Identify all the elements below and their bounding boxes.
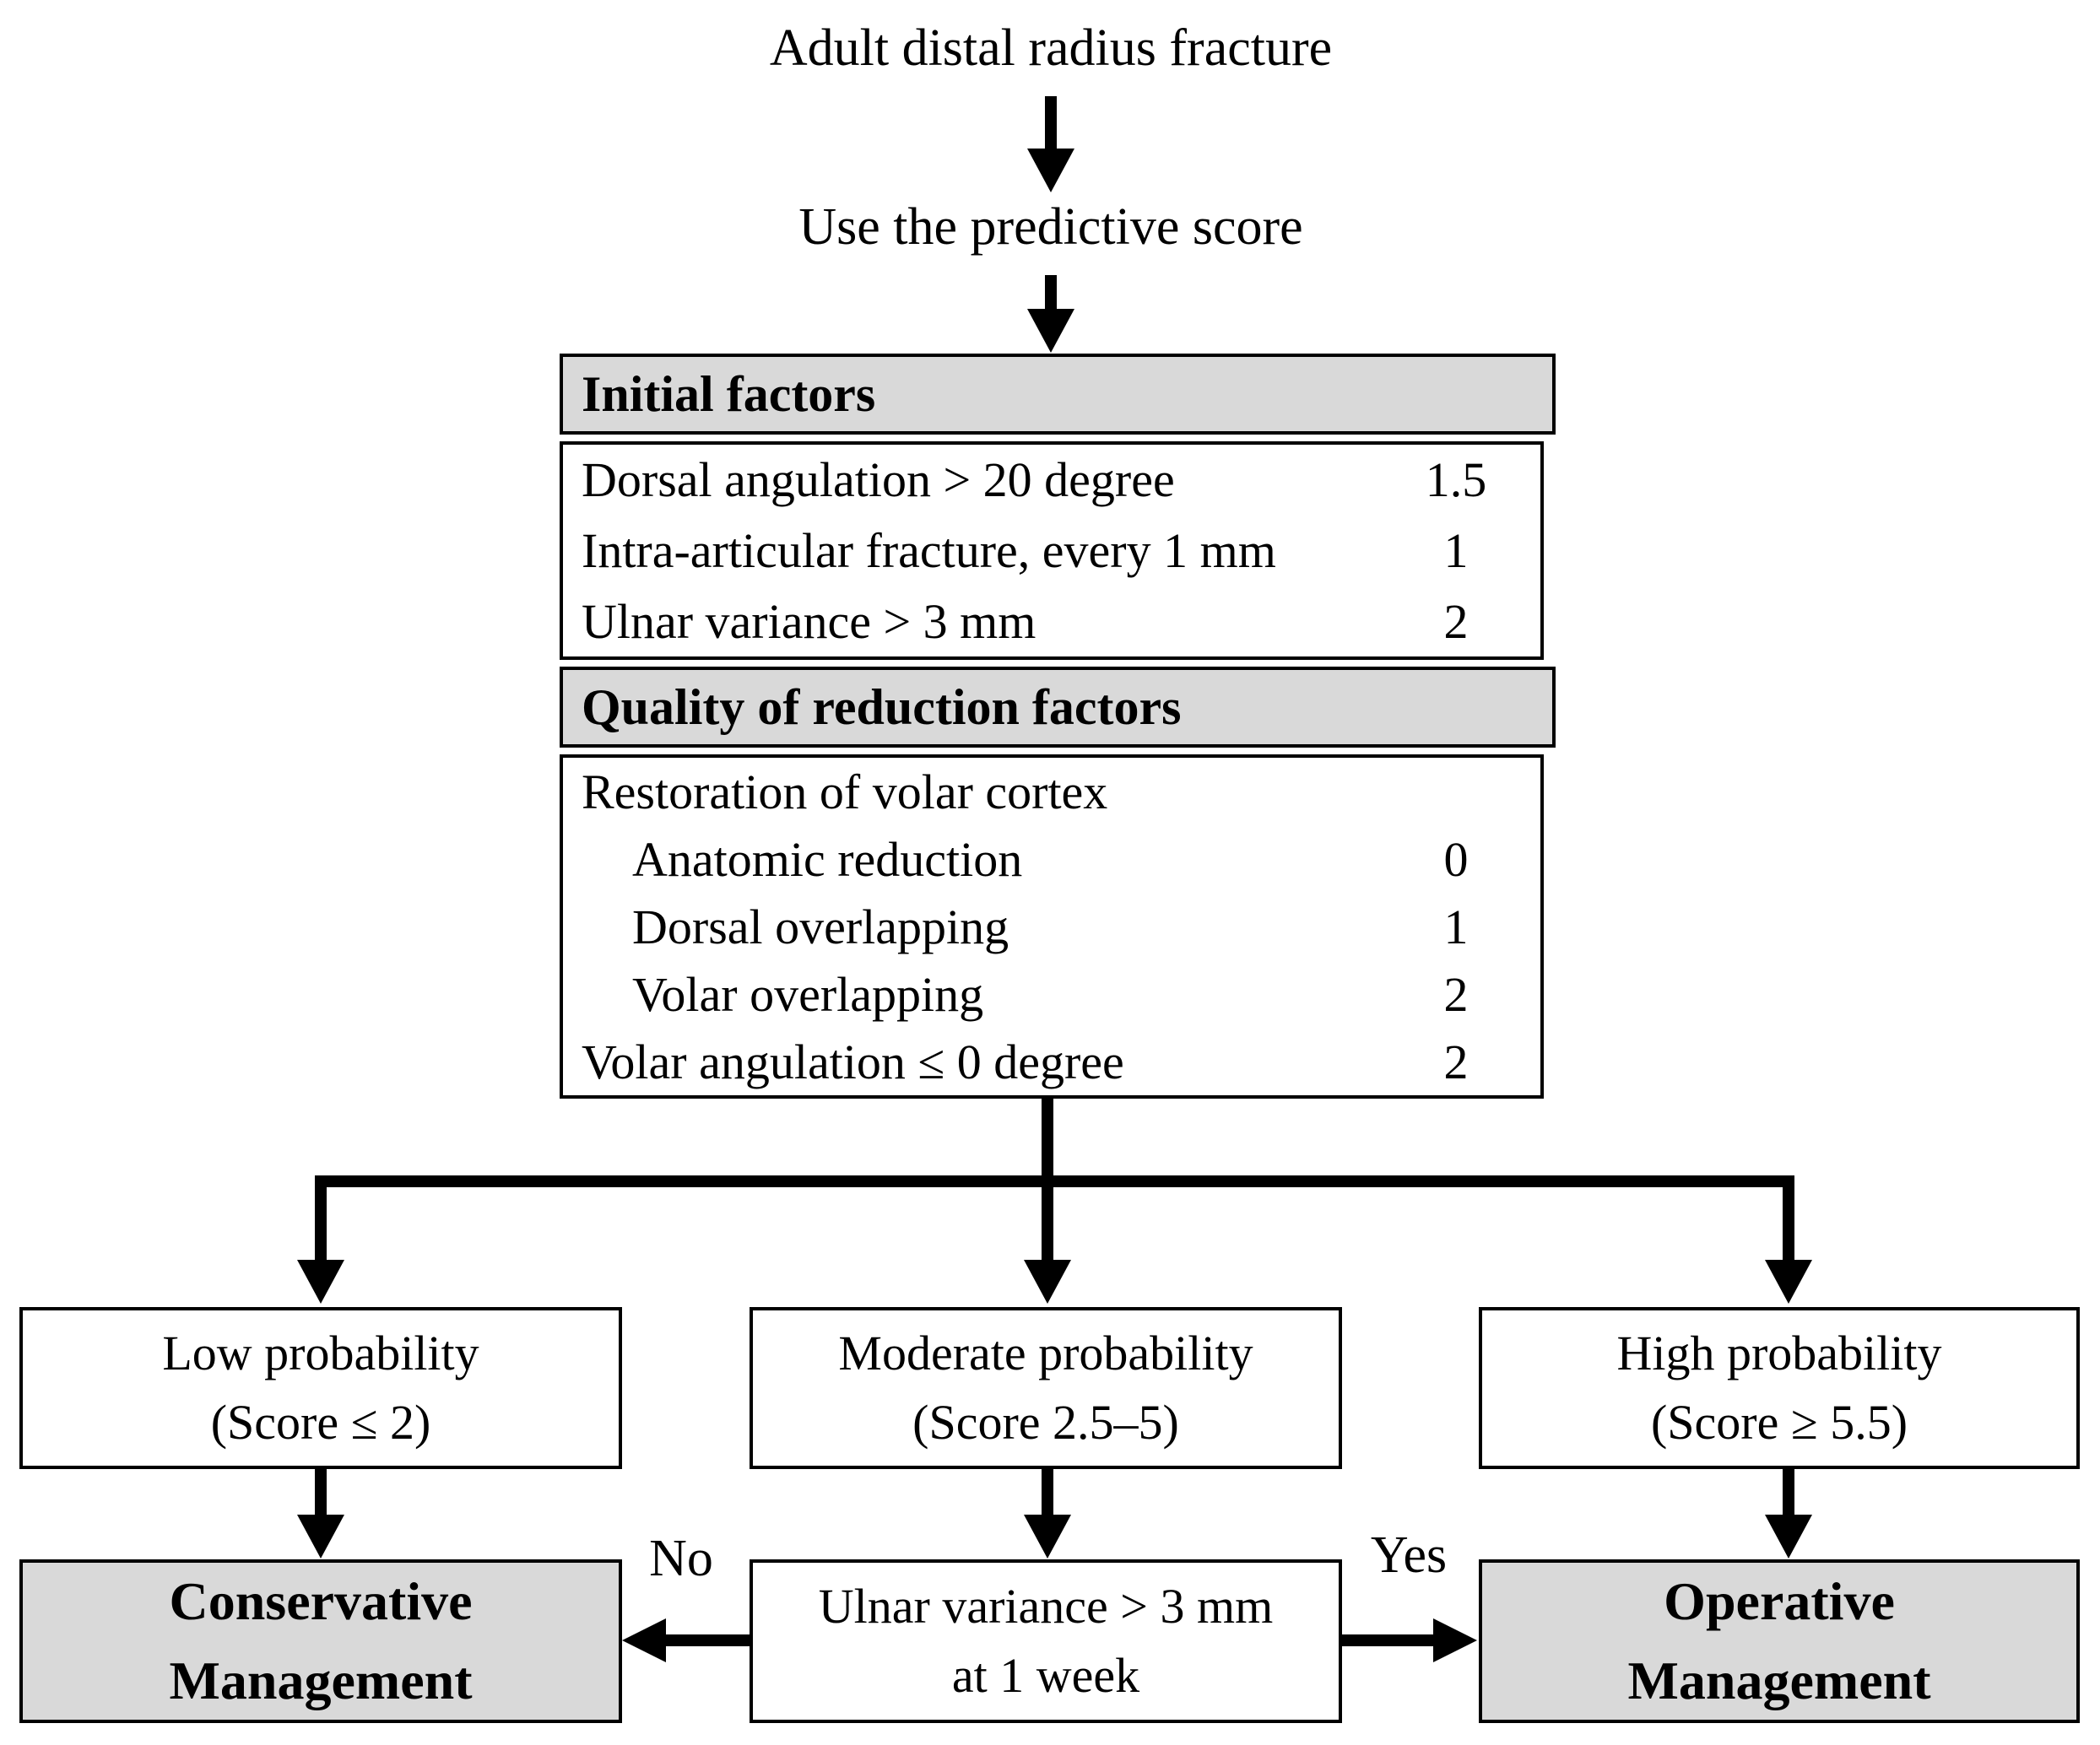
row-label: Volar overlapping xyxy=(632,966,984,1022)
row-label: Anatomic reduction xyxy=(632,831,1023,887)
table-row: Volar angulation ≤ 0 degree 2 xyxy=(563,1028,1540,1095)
high-probability-score: (Score ≥ 5.5) xyxy=(1650,1395,1908,1450)
row-score: 2 xyxy=(1443,593,1469,649)
row-score: 2 xyxy=(1443,966,1469,1022)
operative-management-box: Operative Management xyxy=(1479,1559,2080,1723)
table-row: Anatomic reduction 0 xyxy=(563,825,1540,893)
ulnar-variance-question-line2: at 1 week xyxy=(951,1648,1140,1703)
quality-factors-body: Restoration of volar cortex Anatomic red… xyxy=(560,754,1544,1099)
moderate-probability-box: Moderate probability (Score 2.5–5) xyxy=(750,1307,1342,1469)
row-label: Ulnar variance > 3 mm xyxy=(582,593,1036,649)
arrow-step-to-table-head xyxy=(1027,309,1074,353)
row-score: 2 xyxy=(1443,1034,1469,1089)
moderate-probability-label: Moderate probability xyxy=(838,1326,1253,1380)
ulnar-variance-question-box: Ulnar variance > 3 mm at 1 week xyxy=(750,1559,1342,1723)
arrow-no-head xyxy=(622,1618,666,1662)
arrow-moderate-to-question-head xyxy=(1024,1515,1071,1559)
conservative-management-line2: Management xyxy=(169,1650,473,1710)
arrow-yes-head xyxy=(1433,1618,1477,1662)
arrow-branch-low-shaft xyxy=(315,1175,327,1261)
arrow-title-to-step-shaft xyxy=(1045,96,1057,150)
initial-factors-body: Dorsal angulation > 20 degree 1.5 Intra-… xyxy=(560,441,1544,660)
table-row: Dorsal overlapping 1 xyxy=(563,893,1540,960)
arrow-branch-moderate-head xyxy=(1024,1260,1071,1304)
row-score: 1.5 xyxy=(1425,452,1487,508)
arrow-no-shaft xyxy=(664,1634,751,1646)
step-use-predictive-score: Use the predictive score xyxy=(798,198,1303,256)
arrow-yes-shaft xyxy=(1342,1634,1433,1646)
arrow-low-to-conservative-head xyxy=(297,1515,344,1559)
high-probability-label: High probability xyxy=(1616,1326,1942,1380)
row-score: 1 xyxy=(1443,523,1469,578)
initial-factors-header-label: Initial factors xyxy=(582,365,876,422)
ulnar-variance-question-line1: Ulnar variance > 3 mm xyxy=(818,1579,1274,1634)
row-label: Restoration of volar cortex xyxy=(582,764,1108,819)
low-probability-box: Low probability (Score ≤ 2) xyxy=(19,1307,622,1469)
row-label: Intra-articular fracture, every 1 mm xyxy=(582,523,1276,578)
row-label: Volar angulation ≤ 0 degree xyxy=(582,1034,1124,1089)
arrow-branch-high-head xyxy=(1765,1260,1812,1304)
branch-horizontal-bar xyxy=(315,1175,1794,1187)
table-row: Dorsal angulation > 20 degree 1.5 xyxy=(563,445,1540,516)
low-probability-score: (Score ≤ 2) xyxy=(210,1395,431,1450)
diagram-title: Adult distal radius fracture xyxy=(769,19,1333,77)
row-score: 0 xyxy=(1443,831,1469,887)
arrow-low-to-conservative-shaft xyxy=(315,1469,327,1516)
table-row: Volar overlapping 2 xyxy=(563,960,1540,1028)
arrow-branch-low-head xyxy=(297,1260,344,1304)
arrow-step-to-table-shaft xyxy=(1045,275,1057,312)
operative-management-line1: Operative xyxy=(1664,1571,1895,1631)
conservative-management-box: Conservative Management xyxy=(19,1559,622,1723)
low-probability-label: Low probability xyxy=(162,1326,479,1380)
arrow-branch-high-shaft xyxy=(1783,1175,1794,1261)
row-score: 1 xyxy=(1443,899,1469,954)
table-row: Restoration of volar cortex xyxy=(563,758,1540,825)
moderate-probability-score: (Score 2.5–5) xyxy=(912,1395,1179,1450)
table-row: Ulnar variance > 3 mm 2 xyxy=(563,586,1540,656)
quality-factors-header-label: Quality of reduction factors xyxy=(582,678,1182,735)
yes-label: Yes xyxy=(1370,1526,1448,1584)
row-label: Dorsal angulation > 20 degree xyxy=(582,452,1175,508)
row-label: Dorsal overlapping xyxy=(632,899,1009,954)
initial-factors-header: Initial factors xyxy=(560,354,1556,435)
conservative-management-line1: Conservative xyxy=(169,1571,473,1631)
high-probability-box: High probability (Score ≥ 5.5) xyxy=(1479,1307,2080,1469)
operative-management-line2: Management xyxy=(1627,1650,1931,1710)
table-row: Intra-articular fracture, every 1 mm 1 xyxy=(563,516,1540,586)
arrow-title-to-step-head xyxy=(1027,149,1074,192)
quality-factors-header: Quality of reduction factors xyxy=(560,667,1556,748)
no-label: No xyxy=(649,1530,713,1587)
arrow-moderate-to-question-shaft xyxy=(1042,1469,1053,1516)
arrow-high-to-operative-shaft xyxy=(1783,1469,1794,1516)
arrow-high-to-operative-head xyxy=(1765,1515,1812,1559)
